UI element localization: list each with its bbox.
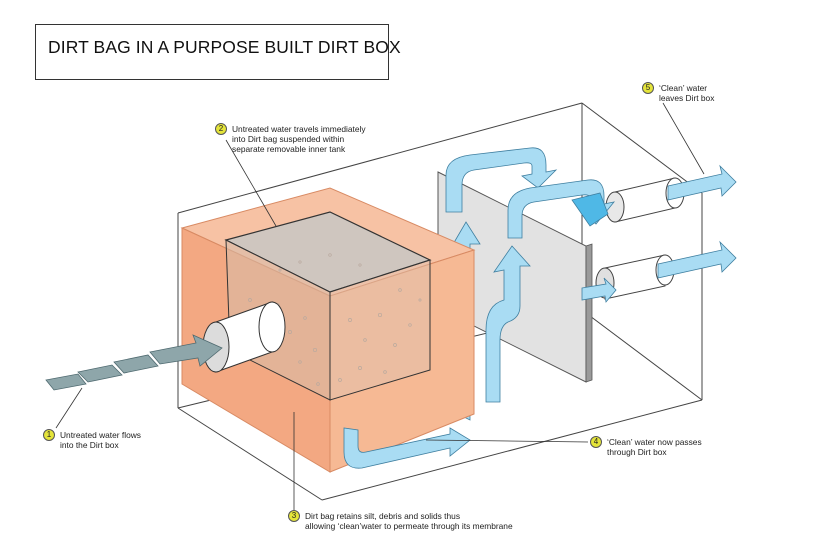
callout-2-line-1: Untreated water travels immediately: [232, 124, 366, 134]
leader-line-4: [425, 439, 589, 443]
outer-box-bottom-right-edge: [321, 399, 703, 501]
callout-3-line-1: Dirt bag retains silt, debris and solids…: [305, 511, 461, 521]
callout-5-line-2: leaves Dirt box: [659, 93, 715, 103]
bottom-channel-arrow: [343, 427, 471, 469]
incoming-dash-2: [77, 364, 123, 383]
callout-badge-2: 2: [215, 123, 227, 135]
filter-plate-edge: [585, 243, 593, 383]
outlet-arrow-lower-entry: [581, 277, 617, 303]
callout-4: ‘Clean’ water now passes through Dirt bo…: [607, 437, 702, 457]
inlet-pipe: [202, 301, 286, 373]
incoming-arrow-head: [149, 334, 223, 367]
outlet-arrow-upper: [667, 164, 737, 201]
flow-arrow-dark: [571, 192, 609, 227]
leader-line-1: [55, 387, 83, 429]
callout-badge-4: 4: [590, 436, 602, 448]
outer-box-back-top-edge: [177, 102, 583, 214]
leader-line-5: [662, 102, 705, 175]
callout-2-line-2: into Dirt bag suspended within: [232, 134, 345, 144]
callout-badge-5: 5: [642, 82, 654, 94]
incoming-dash-3: [113, 354, 159, 374]
callout-4-line-1: ‘Clean’ water now passes: [607, 437, 702, 447]
dirt-bag-side: [329, 259, 431, 401]
inner-tank-side: [329, 249, 475, 473]
outer-box: [177, 102, 703, 501]
callout-1-line-2: into the Dirt box: [60, 440, 119, 450]
callout-2-line-3: separate removable inner tank: [232, 144, 346, 154]
callout-1: Untreated water flows into the Dirt box: [60, 430, 141, 450]
callout-5: ‘Clean’ water leaves Dirt box: [659, 83, 714, 103]
callout-badge-1: 1: [43, 429, 55, 441]
leader-lines: [55, 102, 705, 510]
outer-box-top-right-edge: [581, 102, 703, 194]
incoming-dash-1: [45, 373, 87, 391]
outlet-arrow-lower: [657, 240, 737, 279]
incoming-water-arrow: [45, 334, 223, 391]
callout-2: Untreated water travels immediately into…: [232, 124, 366, 154]
callout-1-line-1: Untreated water flows: [60, 430, 141, 440]
callout-badge-3: 3: [288, 510, 300, 522]
outer-box-floor-right-edge: [581, 309, 703, 401]
diagram-title: DIRT BAG IN A PURPOSE BUILT DIRT BOX: [48, 37, 401, 57]
leader-line-2: [225, 139, 277, 227]
callout-3-line-2: allowing ‘clean’water to permeate throug…: [305, 521, 513, 531]
title-box: DIRT BAG IN A PURPOSE BUILT DIRT BOX: [35, 24, 401, 80]
outer-box-bottom-front-edge: [177, 407, 323, 501]
callout-3: Dirt bag retains silt, debris and solids…: [305, 511, 513, 531]
callout-5-line-1: ‘Clean’ water: [659, 83, 708, 93]
outlet-pipe-upper: [605, 177, 685, 223]
outlet-arrows: [581, 164, 737, 303]
callout-4-line-2: through Dirt box: [607, 447, 667, 457]
